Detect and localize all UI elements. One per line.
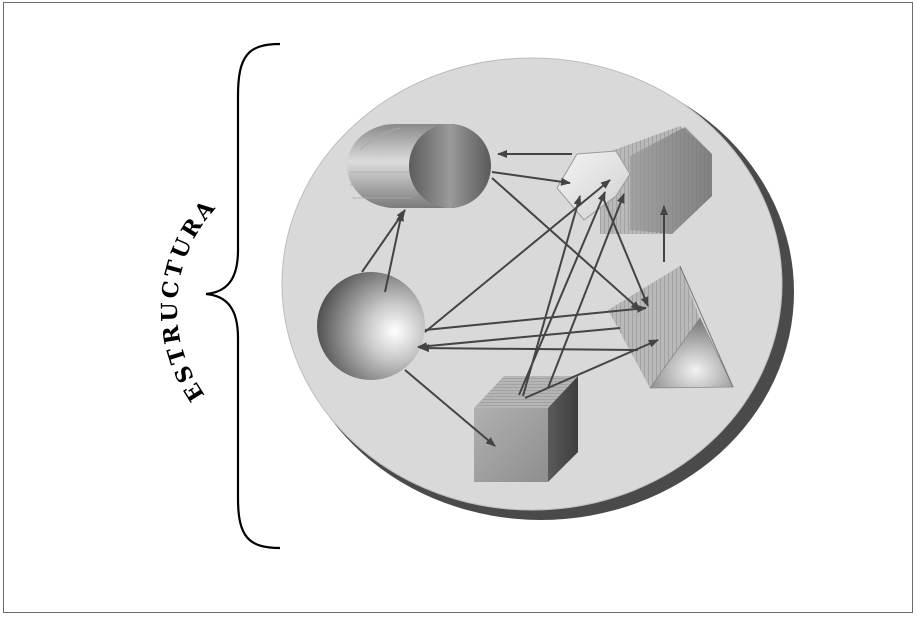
arrow [491, 171, 571, 186]
arrow [417, 327, 621, 351]
arrow [524, 339, 659, 399]
arrow [547, 193, 625, 389]
cube-icon [474, 376, 578, 482]
estructura-label-text: ESTRUCTURA [157, 193, 219, 406]
arrow [603, 199, 649, 307]
curly-brace [205, 42, 281, 550]
triangular-prism-icon [608, 265, 734, 389]
arrow [522, 195, 582, 397]
cylinder-icon [347, 124, 491, 208]
relation-arrows [361, 150, 668, 447]
sphere-icon [317, 272, 425, 380]
estructura-label: ESTRUCTURA [157, 193, 222, 406]
arrow [419, 344, 639, 353]
arrow [424, 304, 647, 331]
arrow [404, 369, 496, 447]
arrow [384, 211, 405, 293]
